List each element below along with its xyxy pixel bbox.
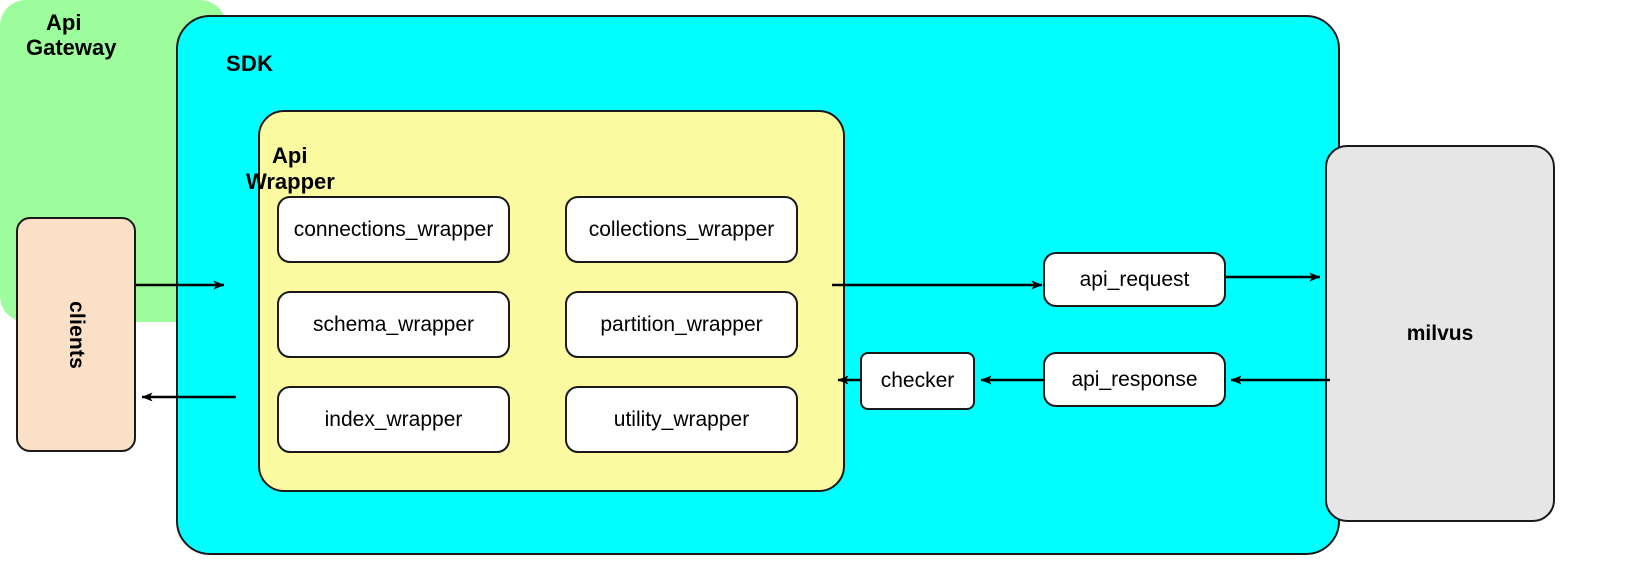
node-partition-wrapper[interactable]: partition_wrapper	[565, 291, 798, 358]
api-gateway-label-line1: Api	[46, 10, 82, 35]
node-api-response[interactable]: api_response	[1043, 352, 1226, 407]
clients-label: clients	[65, 300, 88, 369]
node-index-wrapper[interactable]: index_wrapper	[277, 386, 510, 453]
node-api-request[interactable]: api_request	[1043, 252, 1226, 307]
node-schema-wrapper[interactable]: schema_wrapper	[277, 291, 510, 358]
node-connections-wrapper[interactable]: connections_wrapper	[277, 196, 510, 263]
api-gateway-label: Api Gateway	[26, 10, 117, 61]
node-utility-wrapper[interactable]: utility_wrapper	[565, 386, 798, 453]
api-gateway-label-line2: Gateway	[26, 35, 117, 61]
api-wrapper-label-line1: Api	[272, 143, 308, 169]
node-collections-wrapper[interactable]: collections_wrapper	[565, 196, 798, 263]
sdk-label: SDK	[226, 51, 274, 76]
milvus-label: milvus	[1406, 321, 1474, 345]
milvus-node[interactable]: milvus	[1325, 145, 1555, 522]
api-wrapper-label: Api Wrapper	[246, 118, 335, 219]
node-checker[interactable]: checker	[860, 352, 975, 410]
api-wrapper-label-line2: Wrapper	[246, 168, 335, 194]
clients-node[interactable]: clients	[16, 217, 136, 452]
